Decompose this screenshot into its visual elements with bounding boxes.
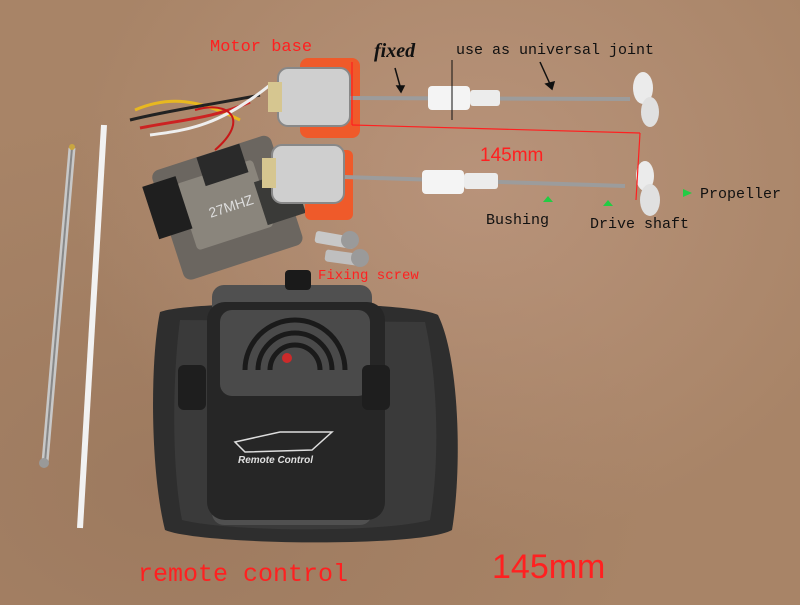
- motor-bottom: [262, 144, 353, 220]
- label-motor-base: Motor base: [210, 38, 313, 57]
- annotation-arrows: [394, 61, 556, 94]
- telescopic-antenna: [39, 144, 76, 468]
- label-propeller: Propeller: [700, 186, 782, 203]
- label-length-top: 145mm: [480, 145, 544, 166]
- bushing-bottom: [422, 170, 498, 194]
- label-fixing-screw: Fixing screw: [318, 268, 419, 284]
- label-drive-shaft: Drive shaft: [590, 216, 690, 233]
- label-bushing: Bushing: [486, 212, 550, 229]
- bushing-top: [428, 86, 500, 110]
- label-universal-joint: use as universal joint: [456, 42, 655, 59]
- label-fixed: fixed: [374, 40, 416, 62]
- label-length-bottom: 145mm: [492, 548, 606, 586]
- propeller-top: [633, 72, 659, 127]
- motor-top: [268, 58, 360, 138]
- green-arrows: [543, 189, 692, 206]
- fixing-screws: [314, 231, 369, 267]
- propeller-bottom: [636, 161, 660, 216]
- remote-controller: [153, 270, 458, 543]
- label-remote-control: remote control: [138, 560, 349, 589]
- white-rod: [77, 124, 107, 529]
- measurement-lines: [351, 62, 641, 201]
- remote-logo: Remote Control: [238, 455, 313, 466]
